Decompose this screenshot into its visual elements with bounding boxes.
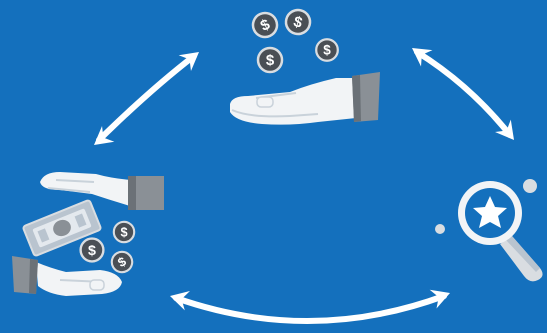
magnifier-star-icon <box>435 179 543 282</box>
coin-icon <box>315 38 339 62</box>
hands-exchanging-money-icon <box>12 172 164 296</box>
banknote-icon <box>22 199 102 257</box>
arrow-right-top <box>412 48 514 140</box>
coin-icon <box>282 6 314 38</box>
arrow-left-top <box>94 52 199 145</box>
coin-icon <box>247 7 283 43</box>
coin-icon <box>79 237 105 263</box>
coin-icon <box>112 220 136 244</box>
coin-icon <box>256 46 284 74</box>
decor-dot <box>523 179 537 193</box>
arrow-bottom <box>170 289 450 324</box>
coin-icon <box>107 247 137 277</box>
decor-dot <box>435 224 445 234</box>
hand-receiving-coins-icon <box>230 6 380 125</box>
